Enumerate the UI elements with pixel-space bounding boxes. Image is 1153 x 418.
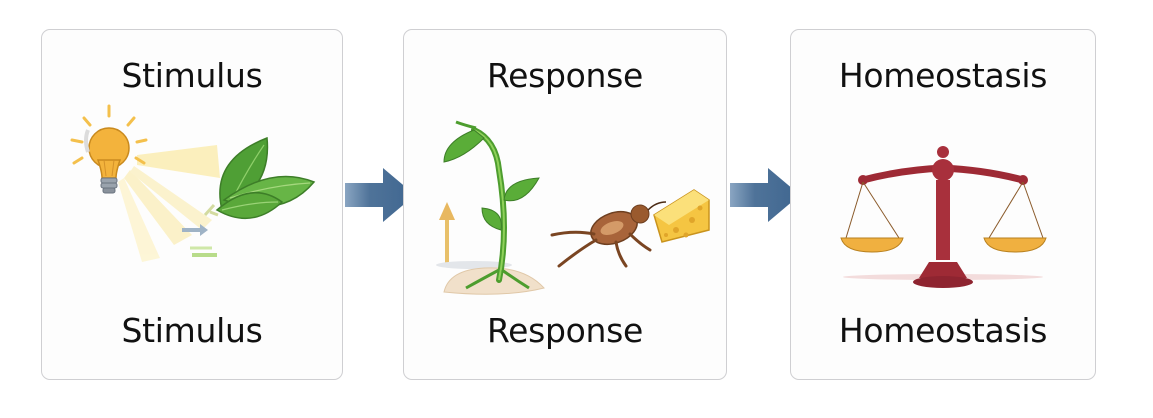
scale-stand-icon	[913, 180, 973, 288]
right-pan-icon	[983, 237, 1047, 253]
lightbulb-icon	[84, 127, 130, 194]
right-arrow-icon	[345, 168, 415, 222]
leaves-icon	[215, 136, 316, 220]
light-rays-icon	[118, 145, 220, 262]
homeostasis-caption: Homeostasis	[838, 311, 1048, 350]
homeostasis-panel: Homeostasis Homeostasis	[790, 29, 1096, 380]
left-pan-icon	[840, 237, 904, 253]
homeostasis-title: Homeostasis	[838, 56, 1048, 95]
balance-scale-icon	[840, 146, 1047, 288]
insect-icon	[550, 201, 667, 268]
right-arrow-icon	[730, 168, 800, 222]
plant-growing-and-insect-to-cheese-icon	[436, 120, 710, 295]
stimulus-title: Stimulus	[121, 56, 263, 95]
response-panel: Response	[403, 29, 727, 380]
response-title: Response	[486, 56, 644, 95]
scale-strings	[845, 181, 1044, 239]
up-arrow-icon	[439, 202, 455, 263]
response-caption: Response	[486, 311, 644, 350]
lightbulb-shining-on-leaves-icon	[70, 104, 316, 262]
cheese-icon	[653, 189, 710, 243]
scale-beam-icon	[858, 146, 1028, 185]
plant-icon	[443, 120, 540, 290]
glow-rays-icon	[70, 104, 148, 165]
stimulus-caption: Stimulus	[121, 311, 263, 350]
small-arrows-icon	[182, 203, 219, 257]
stimulus-panel: Stimulus	[41, 29, 343, 380]
ground-shadow	[436, 261, 512, 269]
